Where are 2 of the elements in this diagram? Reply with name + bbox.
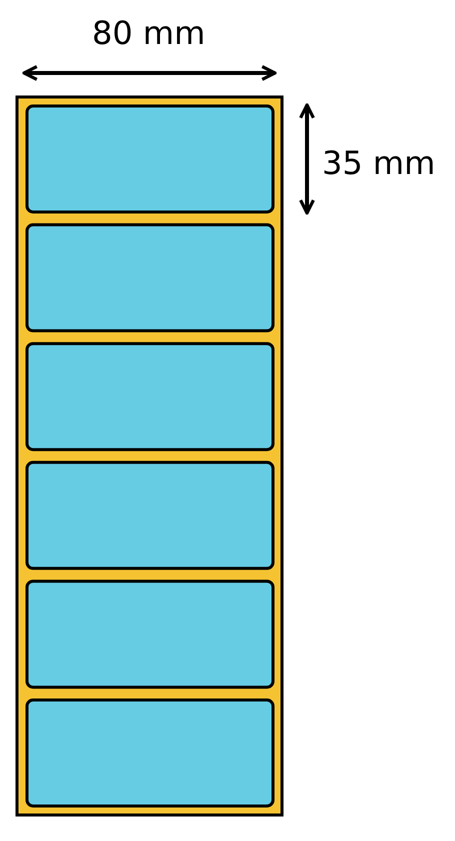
dimension-label: 80 mm [92, 14, 206, 52]
dimension-label: 35 mm [322, 144, 436, 182]
